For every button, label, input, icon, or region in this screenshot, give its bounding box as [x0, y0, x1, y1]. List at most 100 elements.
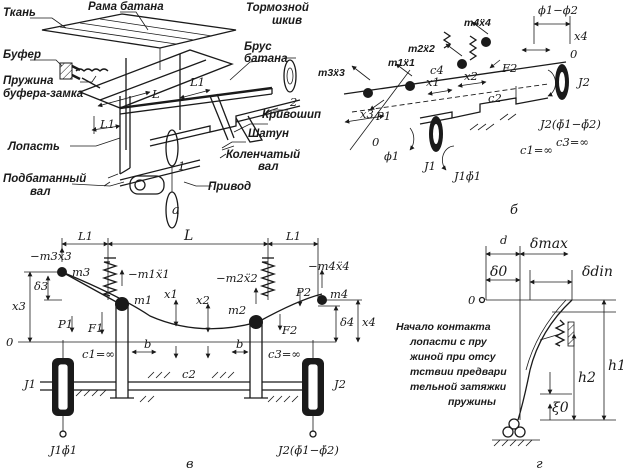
arrow-m1x1: [395, 63, 413, 77]
arrow-F2: [489, 59, 501, 69]
label-b-c2: c2: [488, 91, 502, 105]
label-v-m1: m1: [134, 293, 152, 307]
label-b-c4: c4: [430, 63, 444, 77]
sley-beam: [119, 86, 273, 115]
label-v-m4x4: −m4ẍ4: [308, 259, 350, 273]
blade: [119, 96, 131, 175]
label-sley-beam-2: батана: [244, 53, 288, 65]
label-crankshaft-2: вал: [258, 161, 278, 173]
label-b-c1: c1=∞: [520, 143, 553, 157]
label-b-F2: F2: [501, 61, 517, 75]
panel-v: L1 L L1 −m3ẍ3 m3 −m1ẍ1 −m2ẍ2 −m4ẍ4 δ3 x1…: [6, 228, 376, 472]
label-v-L1-left: L1: [77, 229, 93, 243]
label-v-m3x3: −m3ẍ3: [30, 249, 72, 263]
label-v-zero: 0: [6, 335, 13, 349]
label-sley-frame: Рама батана: [88, 1, 164, 13]
brake-pulley: [283, 57, 297, 93]
label-v-delta4: δ4: [340, 315, 354, 329]
label-v-m1x1: −m1ẍ1: [128, 267, 170, 281]
label-g-delta-din: δdin: [582, 264, 613, 280]
mass-v-m1: [115, 297, 129, 311]
label-v-L: L: [183, 228, 193, 244]
label-dim-L: L: [151, 87, 160, 101]
under-sley-shaft: [119, 129, 201, 229]
label-buffer: Буфер: [3, 49, 41, 61]
mass-v-m3: [57, 267, 67, 277]
caption-g-5: тельной затяжки: [410, 381, 507, 393]
label-b-x3: x3: [360, 107, 374, 121]
label-brake-pulley-2: шкив: [272, 15, 302, 27]
flywheel-v-j2: [302, 340, 324, 438]
crankshaft-b: [419, 97, 549, 119]
dimension-lines: [91, 88, 211, 134]
label-v-c1: c1=∞: [82, 347, 115, 361]
label-b-m4x4: m4ẍ4: [464, 17, 491, 29]
label-num-1: 1: [178, 159, 185, 173]
label-v-m2: m2: [228, 303, 246, 317]
reference-line: [351, 83, 549, 113]
label-v-x1: x1: [164, 287, 178, 301]
label-b-x1: x1: [426, 75, 440, 89]
label-b-zero-bottom: 0: [372, 135, 379, 149]
flywheel-v-j1: [52, 340, 74, 438]
label-b-c3: c3=∞: [556, 135, 589, 149]
crankshaft: [149, 99, 301, 147]
leader-lines: [30, 11, 288, 187]
beam-curve: [61, 271, 323, 330]
caption-g-1: Начало контакта: [396, 321, 491, 333]
label-under-shaft-2: вал: [30, 186, 50, 198]
label-v-F1: F1: [87, 321, 103, 335]
label-v-x3: x3: [12, 299, 26, 313]
label-b-zero-top: 0: [570, 47, 577, 61]
caption-g-4: тствии предвари: [410, 366, 507, 378]
mass-v-m4: [317, 295, 327, 305]
label-b-m1x1: m1ẍ1: [388, 57, 415, 69]
label-num-2: 2: [289, 95, 297, 109]
label-v-m3: m3: [72, 265, 90, 279]
label-g-h2: h2: [578, 370, 596, 386]
label-drive: Привод: [208, 181, 251, 193]
buffer: [59, 62, 109, 89]
label-crank: Кривошип: [262, 109, 321, 121]
label-g-delta-max: δmax: [530, 236, 568, 252]
label-b-J2: J2: [576, 75, 590, 89]
roller-base: [492, 418, 540, 447]
flywheel-j1: [409, 116, 455, 171]
spring-right: [259, 257, 277, 297]
fabric-sheet: [41, 13, 237, 70]
caption-g-6: пружины: [448, 396, 496, 408]
label-g-delta0: δ0: [490, 264, 507, 280]
mass-v-m2: [249, 315, 263, 329]
contact-curve: [517, 299, 573, 421]
label-b-m2x2: m2ẍ2: [408, 43, 435, 55]
axis-left: [349, 69, 411, 151]
label-g-h1: h1: [608, 358, 623, 374]
label-b-phi1: ϕ1: [384, 149, 399, 163]
label-v-L1-right: L1: [285, 229, 301, 243]
arrow-P1: [369, 99, 385, 111]
mass-m4: [481, 37, 491, 47]
label-v-x2: x2: [196, 293, 210, 307]
label-v-P2: P2: [295, 285, 311, 299]
label-dim-L1-left: L1: [99, 117, 115, 131]
label-v-m4: m4: [330, 287, 348, 301]
label-v-m2x2: −m2ẍ2: [216, 271, 258, 285]
label-spring-1: Пружина: [3, 75, 54, 87]
label-b-x2: x2: [464, 69, 478, 83]
label-v-P1: P1: [57, 317, 73, 331]
label-b-J1: J1: [422, 159, 436, 173]
mass-m3: [363, 88, 373, 98]
label-v-c2: c2: [182, 367, 196, 381]
label-g-d: d: [500, 233, 507, 247]
label-crankshaft-1: Коленчатый: [226, 149, 300, 161]
label-v-J2-torque: J2(ϕ̈1−ϕ̈2): [276, 443, 339, 457]
label-v-b-right: b: [236, 337, 243, 351]
arrow-m4x4: [471, 21, 489, 35]
mass-m1: [405, 81, 415, 91]
panel-b: m4ẍ4 ϕ1−ϕ2 x4 0 m2ẍ2 m1ẍ1 m3ẍ3 c4 F2 J2 …: [318, 3, 601, 218]
label-v-F2: F2: [281, 323, 297, 337]
label-v-J1: J1: [22, 377, 36, 391]
caption-g-3: жиной при отсу: [409, 351, 497, 363]
panel-g: d δmax δ0 δdin 0 Начало контакта лопасти…: [396, 233, 623, 472]
